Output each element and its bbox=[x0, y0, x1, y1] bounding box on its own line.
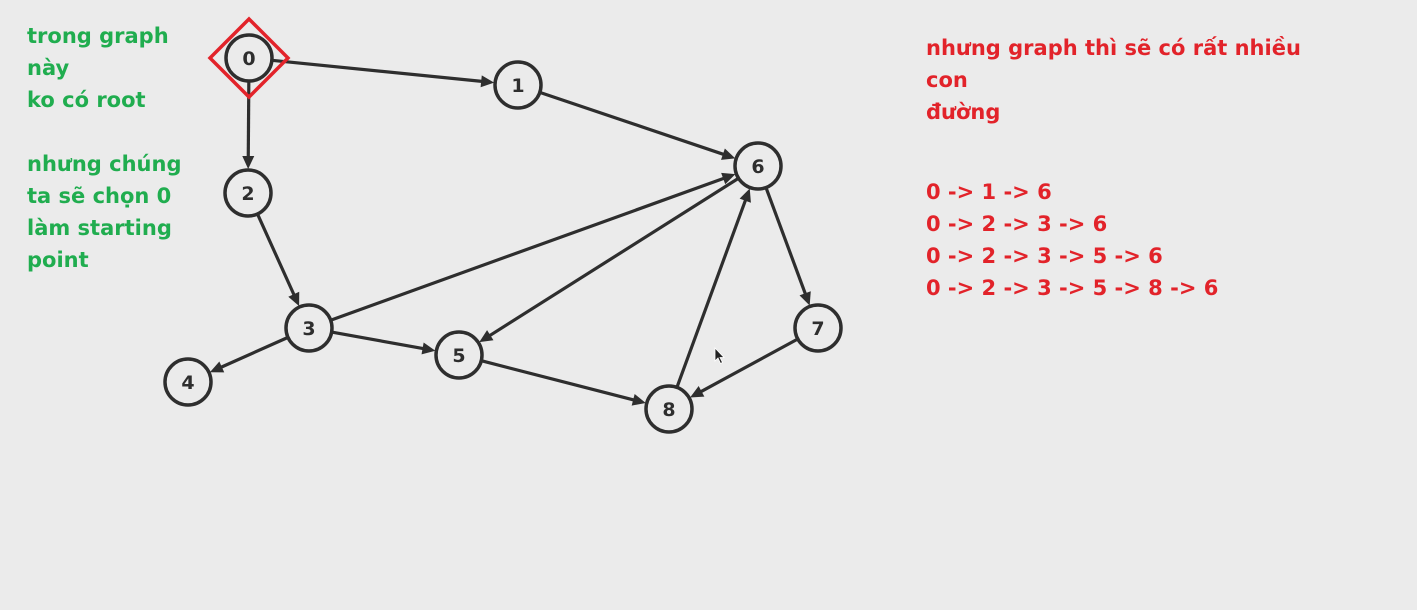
starting-point-note: nhưng chúng ta sẽ chọn 0 làm starting po… bbox=[27, 152, 182, 272]
arrowhead-icon bbox=[739, 188, 751, 203]
edge-line bbox=[487, 176, 740, 338]
edge-line bbox=[246, 80, 251, 159]
node-label: 7 bbox=[811, 318, 824, 340]
edge-line bbox=[256, 213, 297, 297]
arrowhead-icon bbox=[288, 291, 300, 307]
node-label: 3 bbox=[302, 318, 315, 340]
edges-layer bbox=[209, 58, 811, 406]
node-1: 1 bbox=[493, 60, 543, 110]
edge-line bbox=[219, 335, 289, 370]
arrowhead-icon bbox=[721, 148, 736, 160]
paths-list: 0 -> 1 -> 6 0 -> 2 -> 3 -> 6 0 -> 2 -> 3… bbox=[926, 176, 1218, 304]
arrowhead-icon bbox=[209, 361, 225, 373]
arrowhead-icon bbox=[242, 155, 255, 170]
path-item: 0 -> 2 -> 3 -> 5 -> 8 -> 6 bbox=[926, 276, 1219, 300]
mouse-pointer-icon bbox=[714, 347, 725, 365]
node-2: 2 bbox=[223, 168, 273, 218]
arrowhead-icon bbox=[480, 75, 495, 88]
no-root-note: trong graph này ko có root bbox=[27, 24, 169, 112]
node-label: 2 bbox=[241, 183, 254, 205]
edge-line bbox=[698, 337, 799, 394]
edge-0-2 bbox=[242, 80, 255, 170]
arrowhead-icon bbox=[721, 172, 736, 185]
node-label: 5 bbox=[452, 345, 465, 367]
node-7: 7 bbox=[793, 303, 843, 353]
edge-3-6 bbox=[330, 172, 736, 322]
many-paths-note: nhưng graph thì sẽ có rất nhiều con đườn… bbox=[926, 36, 1301, 124]
node-8: 8 bbox=[644, 384, 694, 434]
edge-3-4 bbox=[209, 335, 289, 373]
node-circle bbox=[284, 303, 334, 353]
start-highlight-diamond bbox=[207, 16, 291, 100]
edge-line bbox=[539, 90, 726, 157]
edge-8-6 bbox=[675, 188, 751, 388]
path-item: 0 -> 1 -> 6 bbox=[926, 180, 1052, 204]
node-circle bbox=[793, 303, 843, 353]
edge-0-1 bbox=[271, 58, 495, 88]
node-circle bbox=[223, 168, 273, 218]
node-circle bbox=[163, 357, 213, 407]
edge-line bbox=[675, 198, 748, 388]
node-label: 8 bbox=[662, 399, 675, 421]
edge-5-8 bbox=[480, 359, 646, 406]
edge-line bbox=[480, 359, 636, 402]
node-circle bbox=[493, 60, 543, 110]
edge-6-7 bbox=[764, 187, 811, 306]
node-circle bbox=[644, 384, 694, 434]
edge-6-5 bbox=[479, 176, 740, 343]
node-label: 4 bbox=[181, 372, 194, 394]
node-4: 4 bbox=[163, 357, 213, 407]
node-3: 3 bbox=[284, 303, 334, 353]
node-0: 0 bbox=[224, 33, 274, 83]
edge-line bbox=[764, 187, 808, 296]
path-item: 0 -> 2 -> 3 -> 5 -> 6 bbox=[926, 244, 1163, 268]
edge-line bbox=[330, 176, 726, 322]
arrowhead-icon bbox=[479, 330, 494, 343]
node-circle bbox=[434, 330, 484, 380]
node-label: 1 bbox=[511, 75, 524, 97]
start-node-highlight bbox=[207, 16, 291, 100]
edge-7-8 bbox=[690, 337, 799, 398]
path-item: 0 -> 2 -> 3 -> 6 bbox=[926, 212, 1108, 236]
node-5: 5 bbox=[434, 330, 484, 380]
arrowhead-icon bbox=[421, 342, 436, 355]
node-circle bbox=[224, 33, 274, 83]
node-label: 6 bbox=[751, 156, 764, 178]
edge-1-6 bbox=[539, 90, 736, 160]
edge-line bbox=[271, 58, 484, 84]
nodes-layer: 0 1 2 3 4 5 6 7 8 bbox=[163, 33, 843, 434]
arrowhead-icon bbox=[690, 386, 705, 398]
edge-2-3 bbox=[256, 213, 300, 307]
edge-3-5 bbox=[331, 330, 436, 355]
arrowhead-icon bbox=[799, 291, 811, 306]
arrowhead-icon bbox=[631, 393, 646, 406]
node-6: 6 bbox=[733, 141, 783, 191]
node-circle bbox=[733, 141, 783, 191]
node-label: 0 bbox=[242, 48, 255, 70]
edge-line bbox=[331, 330, 425, 351]
